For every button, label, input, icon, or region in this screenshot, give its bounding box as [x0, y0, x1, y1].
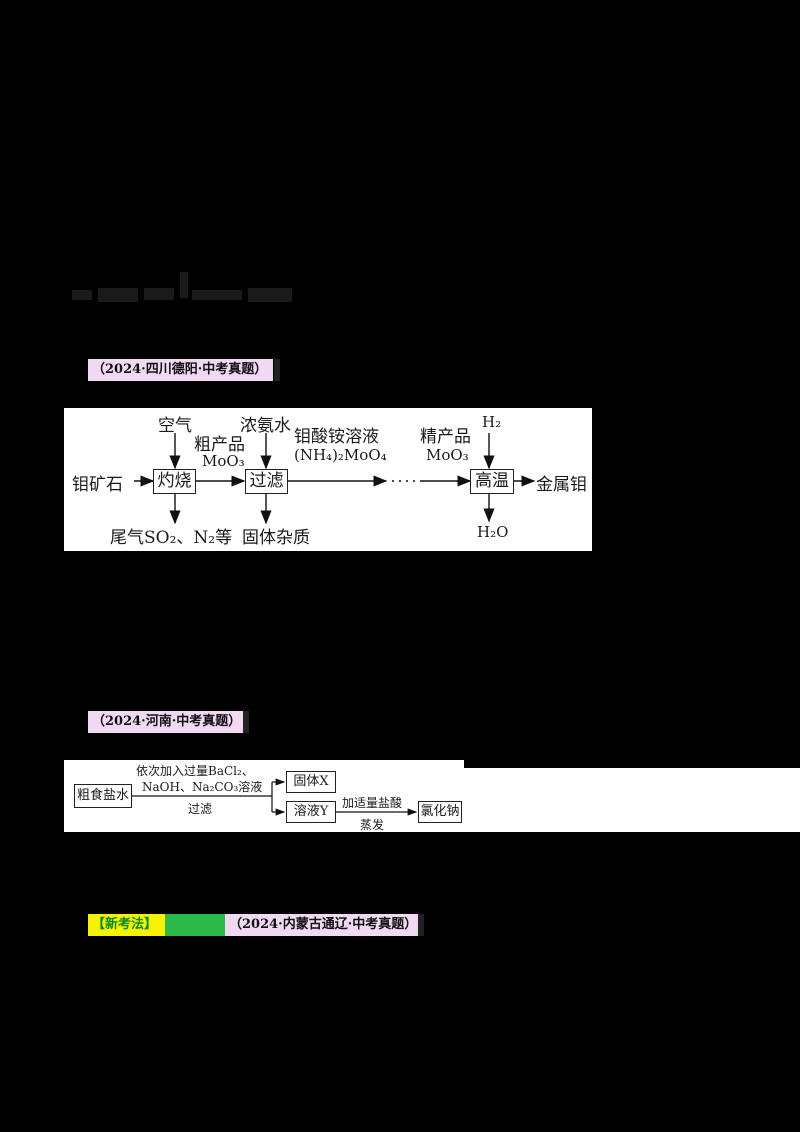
output-water: H₂O — [477, 523, 509, 541]
step2-evaporate: 蒸发 — [360, 818, 385, 832]
new-method-tag: 【新考法】 — [88, 914, 169, 936]
green-topic-tag — [165, 914, 225, 936]
source-tag-q1: （2024·四川德阳·中考真题） — [88, 359, 274, 381]
output-exhaust: 尾气SO₂、N₂等 — [110, 528, 233, 548]
step1-reagents-line2: NaOH、Na₂CO₃溶液 — [142, 780, 263, 794]
process-box-roast: 灼烧 — [153, 469, 196, 494]
flow-arrows — [132, 778, 418, 816]
box-solid-x: 固体X — [286, 771, 336, 793]
flow-diagram-molybdenum: 钼矿石 空气 浓氨水 H₂ 灼烧 过滤 高温 粗产品 MoO₃ 钼酸铵溶液 (N… — [64, 408, 592, 551]
blank-strip — [464, 768, 800, 832]
output-molybdenum: 金属钼 — [536, 475, 587, 495]
input-h2: H₂ — [482, 413, 502, 431]
step1-reagents-line1: 依次加入过量BaCl₂、 — [136, 764, 254, 778]
crude-product-formula: MoO₃ — [202, 452, 245, 470]
input-air: 空气 — [158, 416, 192, 436]
output-solid-impurity: 固体杂质 — [242, 528, 310, 548]
step1-filter: 过滤 — [188, 802, 213, 816]
input-ammonia: 浓氨水 — [240, 416, 291, 436]
ammonium-molybdate-formula: (NH₄)₂MoO₄ — [294, 446, 387, 464]
input-ore: 钼矿石 — [72, 475, 123, 495]
flow-diagram-salt: 粗食盐水 依次加入过量BaCl₂、 NaOH、Na₂CO₃溶液 过滤 固体X 溶… — [64, 760, 464, 832]
product-box-nacl: 氯化钠 — [418, 801, 462, 823]
garbled-heading — [72, 272, 292, 308]
ammonium-molybdate-label: 钼酸铵溶液 — [294, 427, 379, 447]
refined-product-label: 精产品 — [420, 427, 471, 447]
refined-product-formula: MoO₃ — [426, 446, 469, 464]
crude-product-label: 粗产品 — [194, 435, 245, 455]
process-box-filter: 过滤 — [245, 469, 288, 494]
flow-arrows — [134, 433, 536, 525]
box-solution-y: 溶液Y — [286, 801, 336, 823]
tag-tail — [274, 359, 280, 381]
tag-tail — [418, 914, 424, 936]
source-tag-q3: （2024·内蒙古通辽·中考真题） — [225, 914, 424, 936]
process-box-high-temp: 高温 — [470, 469, 514, 494]
start-box-crude-brine: 粗食盐水 — [74, 784, 132, 808]
step2-reagent: 加适量盐酸 — [342, 796, 403, 810]
tag-tail — [243, 711, 249, 733]
source-tag-q2: （2024·河南·中考真题） — [88, 711, 248, 733]
